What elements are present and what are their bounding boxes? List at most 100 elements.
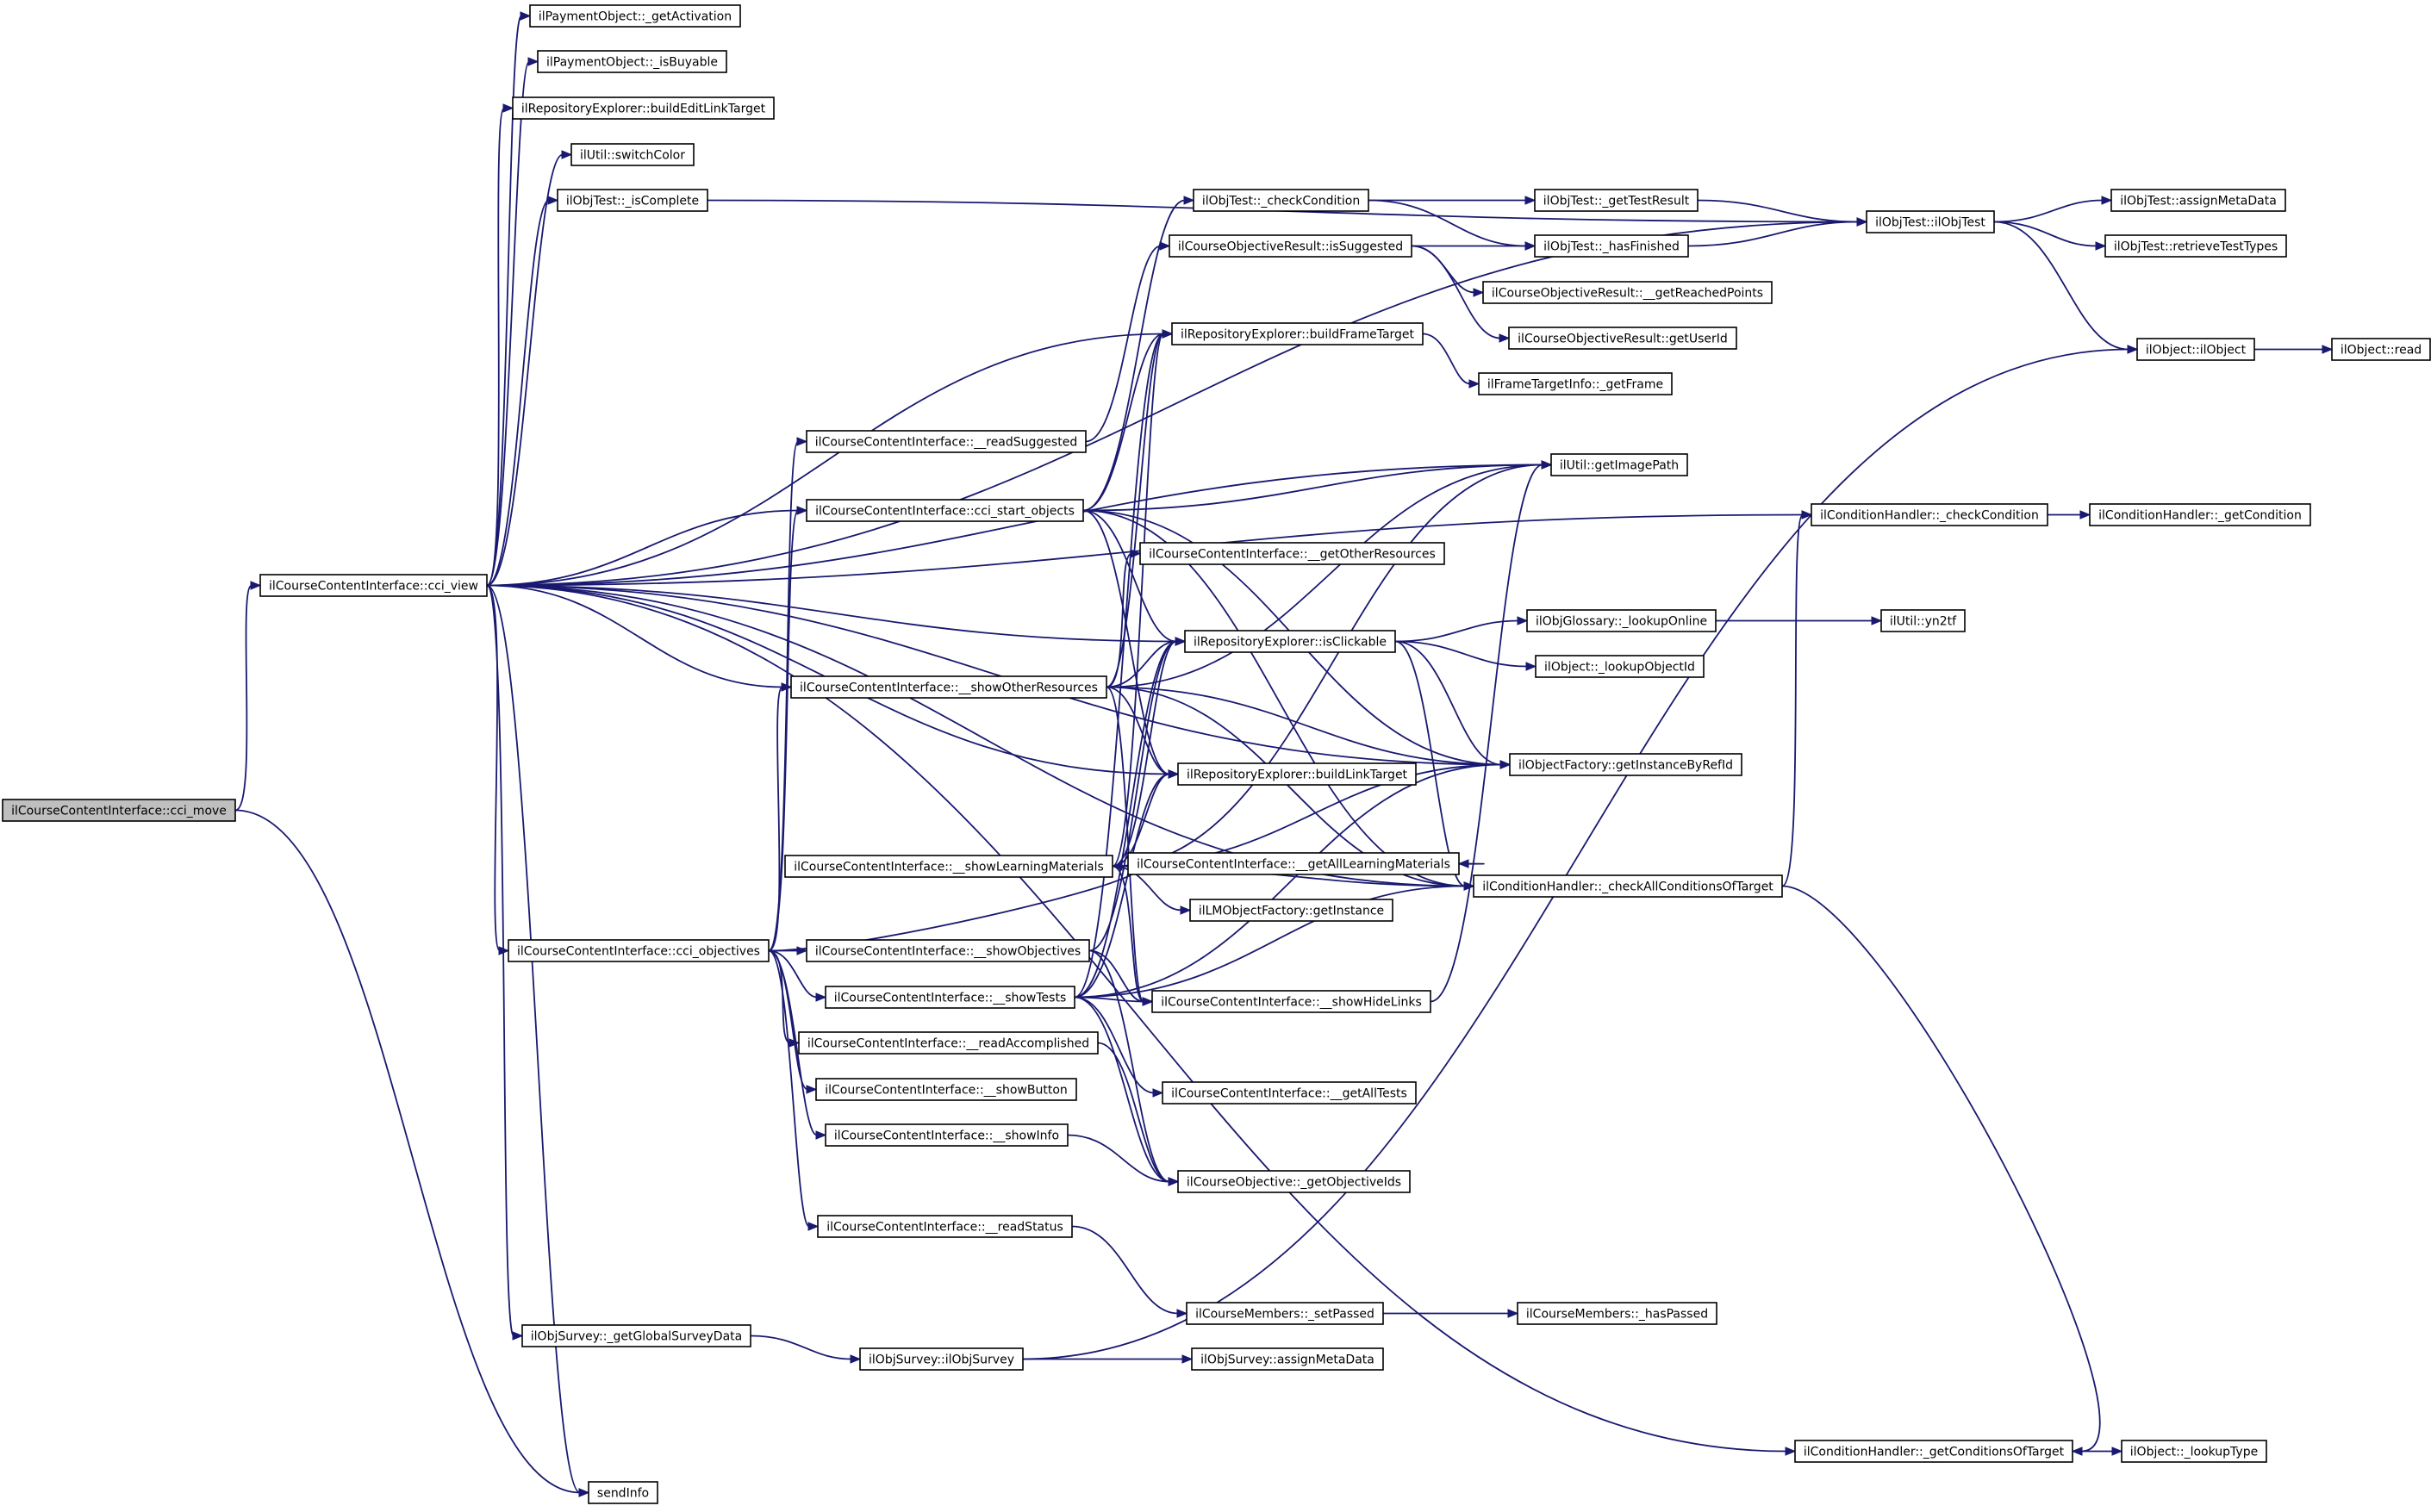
graph-node[interactable]: ilPaymentObject::_isBuyable bbox=[537, 50, 727, 73]
node-label: ilRepositoryExplorer::buildFrameTarget bbox=[1181, 328, 1415, 342]
call-edge bbox=[1074, 996, 1155, 1094]
node-label: ilCourseMembers::_hasPassed bbox=[1526, 1308, 1708, 1322]
graph-node[interactable]: ilCourseContentInterface::__getAllLearni… bbox=[1127, 852, 1460, 875]
graph-node[interactable]: ilConditionHandler::_getConditionsOfTarg… bbox=[1794, 1440, 2073, 1463]
graph-node[interactable]: ilCourseContentInterface::cci_move bbox=[2, 799, 236, 822]
graph-node[interactable]: ilCourseMembers::_hasPassed bbox=[1517, 1302, 1717, 1325]
call-edge bbox=[1993, 221, 2129, 351]
graph-node[interactable]: ilConditionHandler::_getCondition bbox=[2089, 503, 2311, 526]
graph-node[interactable]: ilRepositoryExplorer::isClickable bbox=[1184, 630, 1396, 653]
graph-node[interactable]: ilCourseContentInterface::__showObjectiv… bbox=[806, 939, 1090, 962]
graph-node[interactable]: ilCourseContentInterface::__getAllTests bbox=[1162, 1081, 1417, 1104]
graph-node[interactable]: ilObjectFactory::getInstanceByRefId bbox=[1509, 753, 1742, 776]
graph-node[interactable]: ilRepositoryExplorer::buildEditLinkTarge… bbox=[512, 96, 775, 120]
graph-node[interactable]: ilCourseObjectiveResult::getUserId bbox=[1508, 327, 1737, 350]
node-box bbox=[1535, 655, 1705, 678]
graph-node[interactable]: sendInfo bbox=[588, 1481, 658, 1504]
graph-node[interactable]: ilObjTest::_getTestResult bbox=[1534, 189, 1699, 212]
graph-node[interactable]: ilObjTest::_checkCondition bbox=[1193, 189, 1369, 212]
arrowhead bbox=[2101, 196, 2113, 205]
node-box bbox=[537, 50, 727, 73]
node-label: ilCourseContentInterface::__showOtherRes… bbox=[800, 681, 1098, 695]
node-label: ilFrameTargetInfo::_getFrame bbox=[1487, 378, 1663, 392]
graph-node[interactable]: ilObject::read bbox=[2331, 338, 2431, 361]
node-box bbox=[557, 189, 708, 212]
graph-node[interactable]: ilObject::ilObject bbox=[2136, 338, 2255, 361]
call-edge bbox=[486, 584, 1502, 766]
graph-node[interactable]: ilCourseContentInterface::__getOtherReso… bbox=[1139, 542, 1445, 565]
graph-node[interactable]: ilCourseContentInterface::cci_view bbox=[259, 574, 488, 597]
graph-node[interactable]: ilCourseContentInterface::__readStatus bbox=[817, 1215, 1073, 1238]
graph-node[interactable]: ilCourseContentInterface::__readAccompli… bbox=[798, 1031, 1099, 1055]
graph-node[interactable]: ilCourseContentInterface::__readSuggeste… bbox=[806, 430, 1087, 453]
graph-node[interactable]: ilCourseContentInterface::__showHideLink… bbox=[1151, 990, 1431, 1013]
graph-node[interactable]: ilObjSurvey::assignMetaData bbox=[1191, 1347, 1384, 1371]
graph-node[interactable]: ilConditionHandler::_checkAllConditionsO… bbox=[1473, 874, 1783, 898]
graph-node[interactable]: ilObjTest::assignMetaData bbox=[2110, 189, 2286, 212]
call-edge bbox=[1071, 1225, 1179, 1315]
graph-node[interactable]: ilObjTest::ilObjTest bbox=[1866, 210, 1995, 233]
call-edge bbox=[486, 584, 1177, 643]
node-label: ilObjTest::_isComplete bbox=[566, 195, 699, 208]
node-label: ilRepositoryExplorer::buildEditLinkTarge… bbox=[521, 103, 766, 116]
graph-node[interactable]: ilCourseObjective::_getObjectiveIds bbox=[1177, 1170, 1411, 1193]
node-label: ilCourseContentInterface::cci_objectives bbox=[517, 945, 760, 959]
call-edge bbox=[1106, 686, 1502, 766]
graph-node[interactable]: ilCourseObjectiveResult::__getReachedPoi… bbox=[1482, 281, 1773, 304]
graph-node[interactable]: ilCourseContentInterface::__showLearning… bbox=[784, 855, 1113, 878]
node-box bbox=[1509, 753, 1742, 776]
graph-node[interactable]: ilObject::_lookupObjectId bbox=[1535, 655, 1705, 678]
node-box bbox=[1193, 189, 1369, 212]
call-edge bbox=[486, 107, 505, 587]
graph-node[interactable]: ilObject::_lookupType bbox=[2121, 1440, 2267, 1463]
graph-node[interactable]: ilCourseContentInterface::cci_start_obje… bbox=[806, 499, 1084, 522]
node-label: ilUtil::switchColor bbox=[580, 149, 685, 163]
graph-node[interactable]: ilObjGlossary::_lookupOnline bbox=[1526, 609, 1717, 632]
call-edge bbox=[1085, 245, 1162, 443]
graph-node[interactable]: ilCourseObjectiveResult::isSuggested bbox=[1169, 234, 1412, 258]
node-box bbox=[1473, 874, 1783, 898]
node-label: ilCourseContentInterface::__showLearning… bbox=[794, 861, 1104, 874]
graph-node[interactable]: ilObjTest::retrieveTestTypes bbox=[2104, 234, 2287, 258]
call-edge bbox=[1993, 221, 2098, 247]
call-edge bbox=[486, 153, 564, 587]
graph-node[interactable]: ilObjTest::_isComplete bbox=[557, 189, 708, 212]
call-edge bbox=[768, 949, 808, 1091]
node-label: ilObject::ilObject bbox=[2146, 344, 2247, 358]
arrowhead bbox=[1175, 637, 1187, 646]
graph-node[interactable]: ilFrameTargetInfo::_getFrame bbox=[1478, 372, 1673, 395]
call-edge bbox=[486, 584, 501, 952]
graph-node[interactable]: ilPaymentObject::_getActivation bbox=[529, 4, 741, 28]
graph-node[interactable]: ilUtil::switchColor bbox=[570, 143, 695, 166]
node-label: ilCourseObjectiveResult::isSuggested bbox=[1178, 240, 1403, 254]
graph-node[interactable]: ilCourseContentInterface::__showInfo bbox=[825, 1123, 1069, 1147]
arrowhead bbox=[2127, 345, 2139, 354]
call-edge bbox=[768, 949, 810, 1228]
node-box bbox=[570, 143, 695, 166]
node-box bbox=[1794, 1440, 2073, 1463]
arrowhead bbox=[1142, 997, 1154, 1006]
graph-node[interactable]: ilCourseContentInterface::__showOtherRes… bbox=[790, 675, 1107, 699]
graph-node[interactable]: ilRepositoryExplorer::buildFrameTarget bbox=[1171, 322, 1424, 345]
call-edge bbox=[1106, 333, 1164, 688]
node-label: ilObjectFactory::getInstanceByRefId bbox=[1518, 759, 1733, 773]
graph-node[interactable]: ilCourseContentInterface::__showTests bbox=[825, 986, 1075, 1009]
node-box bbox=[1127, 852, 1460, 875]
node-box bbox=[1482, 281, 1773, 304]
node-label: ilCourseObjectiveResult::__getReachedPoi… bbox=[1492, 287, 1763, 301]
graph-node[interactable]: ilLMObjectFactory::getInstance bbox=[1189, 899, 1393, 922]
graph-node[interactable]: ilConditionHandler::_checkCondition bbox=[1811, 503, 2048, 526]
node-label: ilCourseObjective::_getObjectiveIds bbox=[1187, 1176, 1401, 1190]
graph-node[interactable]: ilCourseContentInterface::cci_objectives bbox=[508, 939, 770, 962]
graph-node[interactable]: ilRepositoryExplorer::buildLinkTarget bbox=[1177, 762, 1417, 786]
graph-node[interactable]: ilObjSurvey::_getGlobalSurveyData bbox=[521, 1324, 751, 1347]
graph-node[interactable]: ilUtil::yn2tf bbox=[1880, 609, 1966, 632]
graph-node[interactable]: ilCourseMembers::_setPassed bbox=[1186, 1302, 1384, 1325]
node-box bbox=[1811, 503, 2048, 526]
graph-node[interactable]: ilUtil::getImagePath bbox=[1550, 453, 1688, 476]
node-label: ilObject::_lookupObjectId bbox=[1544, 661, 1695, 675]
call-edge bbox=[1422, 333, 1471, 385]
graph-node[interactable]: ilObjSurvey::ilObjSurvey bbox=[859, 1347, 1024, 1371]
graph-node[interactable]: ilObjTest::_hasFinished bbox=[1534, 234, 1689, 258]
graph-node[interactable]: ilCourseContentInterface::__showButton bbox=[815, 1078, 1077, 1101]
